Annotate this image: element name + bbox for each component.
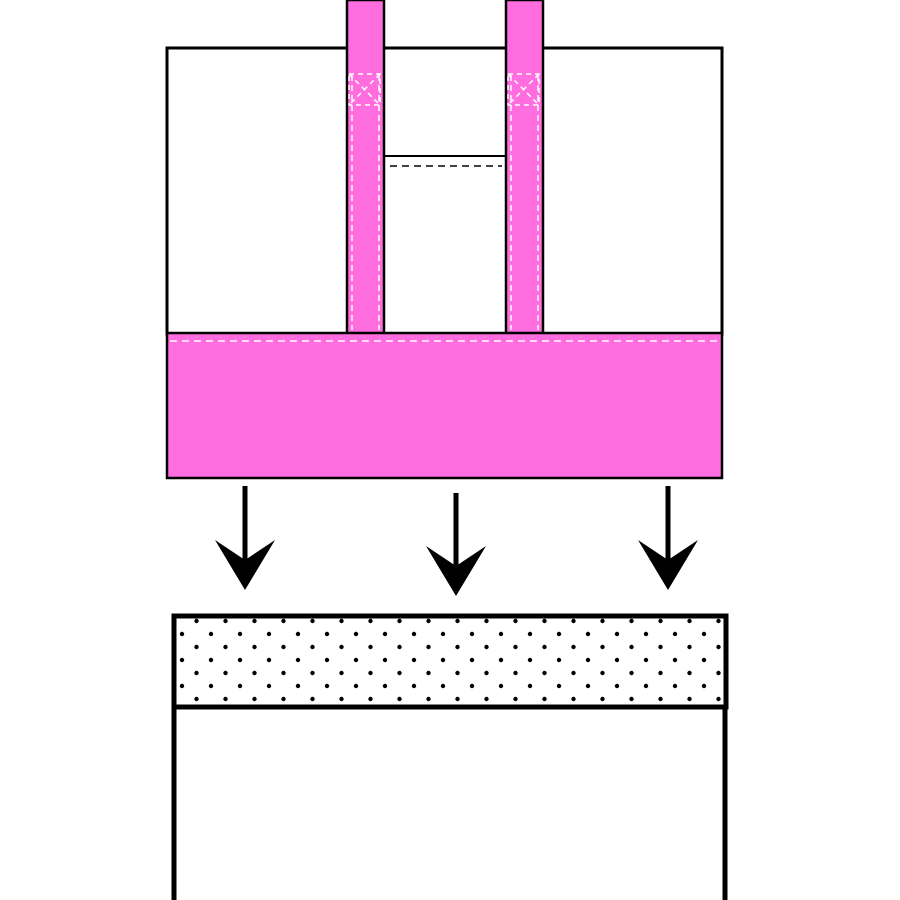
bag-body bbox=[165, 46, 724, 336]
lining-piece bbox=[171, 613, 729, 900]
tote-bag bbox=[165, 0, 724, 480]
arrow-down-icon bbox=[426, 493, 486, 596]
dotted-band bbox=[171, 613, 729, 710]
right-strap-box-stitch bbox=[507, 73, 540, 106]
arrow-down-icon bbox=[215, 486, 275, 590]
right-strap bbox=[504, 0, 545, 336]
down-arrows bbox=[215, 486, 698, 596]
arrow-down-icon bbox=[638, 486, 698, 590]
bottom-band bbox=[165, 331, 724, 480]
left-strap-box-stitch bbox=[348, 73, 381, 106]
left-strap bbox=[345, 0, 386, 336]
